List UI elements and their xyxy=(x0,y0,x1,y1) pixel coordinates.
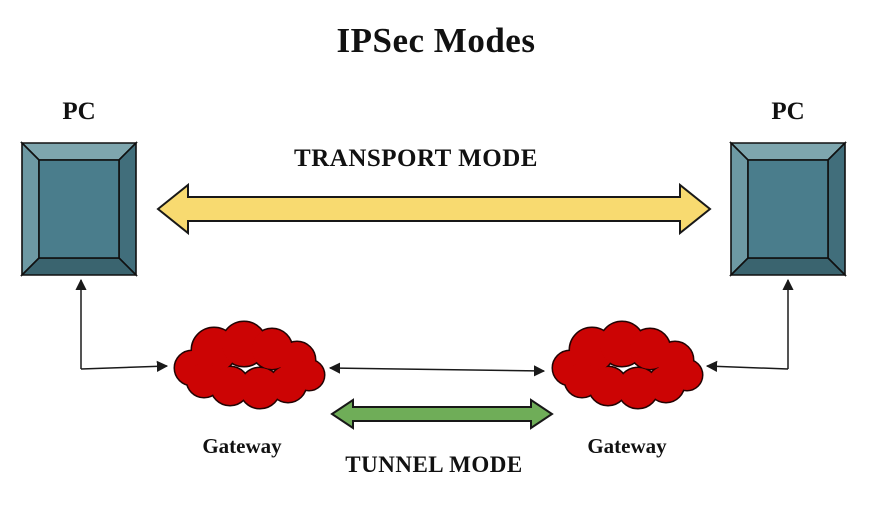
pc-left-monitor-icon xyxy=(21,142,137,276)
connector-lines xyxy=(75,278,794,377)
transport-mode-label: TRANSPORT MODE xyxy=(294,145,538,172)
gateway-left-label: Gateway xyxy=(202,434,282,458)
pc-left-label: PC xyxy=(62,98,96,125)
tunnel-mode-arrow xyxy=(330,398,554,430)
gateway-to-gateway-connector xyxy=(328,362,546,377)
gateway-right-cloud-icon xyxy=(551,320,704,410)
gateway-right-label: Gateway xyxy=(587,434,667,458)
pc-right-monitor-icon xyxy=(730,142,846,276)
diagram-title: IPSec Modes xyxy=(336,21,536,60)
pc-right-to-gateway-right-connector xyxy=(705,360,789,372)
transport-mode-arrow xyxy=(156,182,712,236)
gateway-left-cloud-icon xyxy=(173,320,326,410)
pc-left-to-gateway-left-connector xyxy=(80,360,169,372)
tunnel-mode-label: TUNNEL MODE xyxy=(345,452,523,477)
pc-right-label: PC xyxy=(771,98,805,125)
